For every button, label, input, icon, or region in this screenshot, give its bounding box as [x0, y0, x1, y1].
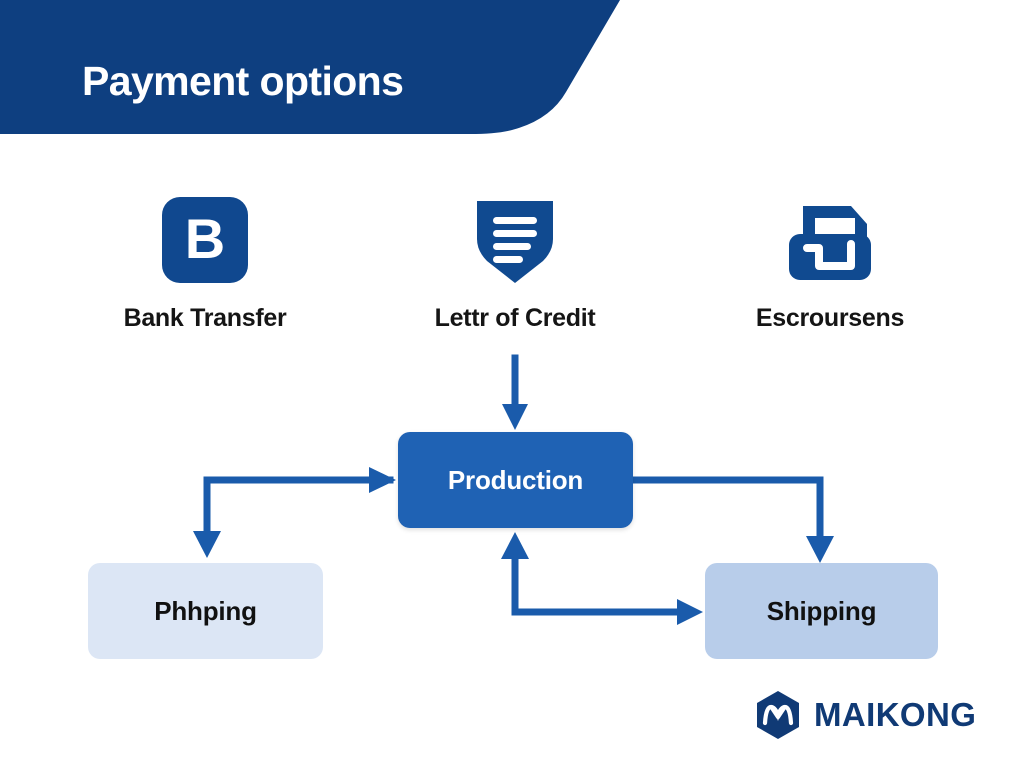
escrow-icon-wrap [680, 190, 980, 290]
payment-option-label-letter-of-credit: Lettr of Credit [434, 304, 596, 332]
arrowhead-into-production-bottom [501, 532, 529, 559]
header-banner: Payment options [0, 0, 620, 140]
bank-square-b-icon: B [162, 197, 248, 283]
payment-option-label-escrow: Escroursens [755, 304, 905, 332]
flow-box-shipping-label: Shipping [766, 595, 877, 626]
arrowhead-into-shipping-top [806, 536, 834, 563]
flow-box-phhping-label: Phhping [154, 595, 257, 626]
arrowhead-into-production-left [369, 467, 396, 493]
bank-icon-letter: B [184, 206, 226, 270]
payment-option-bank-transfer[interactable]: B Bank Transfer [55, 190, 355, 333]
document-shield-icon [477, 201, 553, 283]
flow-box-production[interactable]: Production [398, 432, 633, 528]
brand-wordmark: MAIKONG [814, 696, 977, 733]
bank-transfer-icon-wrap: B [55, 190, 355, 290]
flow-box-phhping[interactable]: Phhping [88, 563, 323, 659]
letter-of-credit-icon-wrap [365, 190, 665, 290]
brand-logo: MAIKONG [755, 690, 976, 740]
padlock-icon [789, 206, 871, 280]
payment-option-label-bank-transfer: Bank Transfer [123, 304, 287, 332]
arrowhead-into-production-top [502, 404, 528, 430]
header-banner-shape [0, 0, 620, 134]
hexagon-m-logo-icon [757, 691, 799, 739]
arrowhead-into-phhping [193, 531, 221, 558]
page-title: Payment options [82, 58, 404, 104]
arrowhead-into-shipping-left [677, 599, 703, 625]
payment-option-escrow[interactable]: Escroursens [680, 190, 980, 333]
flow-box-production-label: Production [447, 464, 584, 495]
payment-option-letter-of-credit[interactable]: Lettr of Credit [365, 190, 665, 333]
flow-box-shipping[interactable]: Shipping [705, 563, 938, 659]
